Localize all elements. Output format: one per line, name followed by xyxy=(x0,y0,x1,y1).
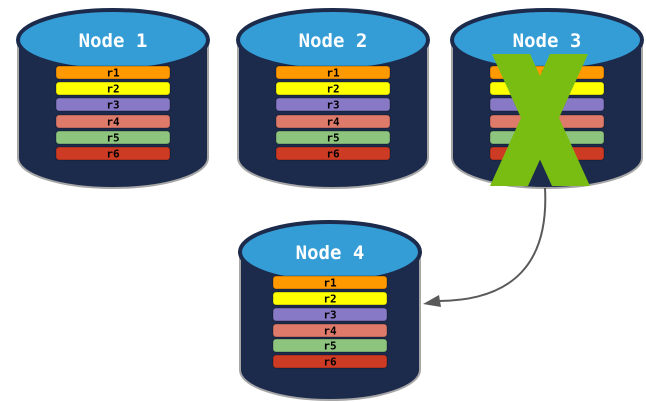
node-1-rows: r1 r2 r3 r4 r5 r6 xyxy=(55,65,171,161)
node-1-row-r5 xyxy=(55,130,171,145)
node-4-row-r5-label: r5 xyxy=(323,340,336,353)
node-3-title: Node 3 xyxy=(513,30,582,52)
transfer-arrow-curve xyxy=(438,187,547,302)
node-2-row-r2-label: r2 xyxy=(326,83,339,96)
node-2-row-r1-label: r1 xyxy=(326,67,340,80)
node-1-row-r4 xyxy=(55,114,171,129)
node-1-row-r6 xyxy=(55,146,171,161)
node-4-row-r4 xyxy=(272,323,388,338)
node-4-row-r3-label: r3 xyxy=(323,309,336,322)
node-4-row-r3 xyxy=(272,307,388,322)
node-2-row-r4 xyxy=(275,114,391,129)
node-2-row-r1 xyxy=(275,65,391,80)
node-1-row-r1-label: r1 xyxy=(106,67,120,80)
transfer-arrowhead-icon xyxy=(423,295,441,307)
node-4-row-r2-label: r2 xyxy=(323,293,336,306)
node-1-row-r6-label: r6 xyxy=(106,148,120,161)
node-1-row-r3-label: r3 xyxy=(106,99,119,112)
failure-x-bar-slash xyxy=(490,54,588,186)
node-3: Node 3 r1 r2 r3 r4 r5 r6 xyxy=(450,8,644,189)
node-4-row-r5 xyxy=(272,338,388,353)
node-4-row-r1-label: r1 xyxy=(323,277,337,290)
node-2: Node 2 r1 r2 r3 r4 r5 r6 xyxy=(236,8,430,189)
node-4-row-r1 xyxy=(272,275,388,290)
node-4: Node 4 r1 r2 r3 r4 r5 r6 xyxy=(238,220,422,401)
node-2-row-r3 xyxy=(275,97,391,112)
node-2-row-r3-label: r3 xyxy=(326,99,339,112)
node-1-row-r5-label: r5 xyxy=(106,132,119,145)
node-4-row-r2 xyxy=(272,291,388,306)
node-1-row-r1 xyxy=(55,65,171,80)
node-4-title: Node 4 xyxy=(296,242,365,264)
node-2-row-r6-label: r6 xyxy=(326,148,340,161)
failure-x-icon xyxy=(490,54,590,186)
node-4-row-r4-label: r4 xyxy=(323,325,337,338)
node-2-row-r4-label: r4 xyxy=(326,116,340,129)
node-1-row-r2-label: r2 xyxy=(106,83,119,96)
node-4-row-r6 xyxy=(272,354,388,369)
transfer-arrow xyxy=(423,187,547,307)
node-1-title: Node 1 xyxy=(79,30,148,52)
node-4-row-r6-label: r6 xyxy=(323,356,337,369)
node-1-row-r3 xyxy=(55,97,171,112)
node-4-rows: r1 r2 r3 r4 r5 r6 xyxy=(272,275,388,369)
node-1: Node 1 r1 r2 r3 r4 r5 r6 xyxy=(16,8,210,189)
node-2-row-r6 xyxy=(275,146,391,161)
node-2-row-r5 xyxy=(275,130,391,145)
node-2-rows: r1 r2 r3 r4 r5 r6 xyxy=(275,65,391,161)
node-2-row-r5-label: r5 xyxy=(326,132,339,145)
node-2-row-r2 xyxy=(275,81,391,96)
node-1-row-r2 xyxy=(55,81,171,96)
node-1-row-r4-label: r4 xyxy=(106,116,120,129)
node-2-title: Node 2 xyxy=(299,30,368,52)
